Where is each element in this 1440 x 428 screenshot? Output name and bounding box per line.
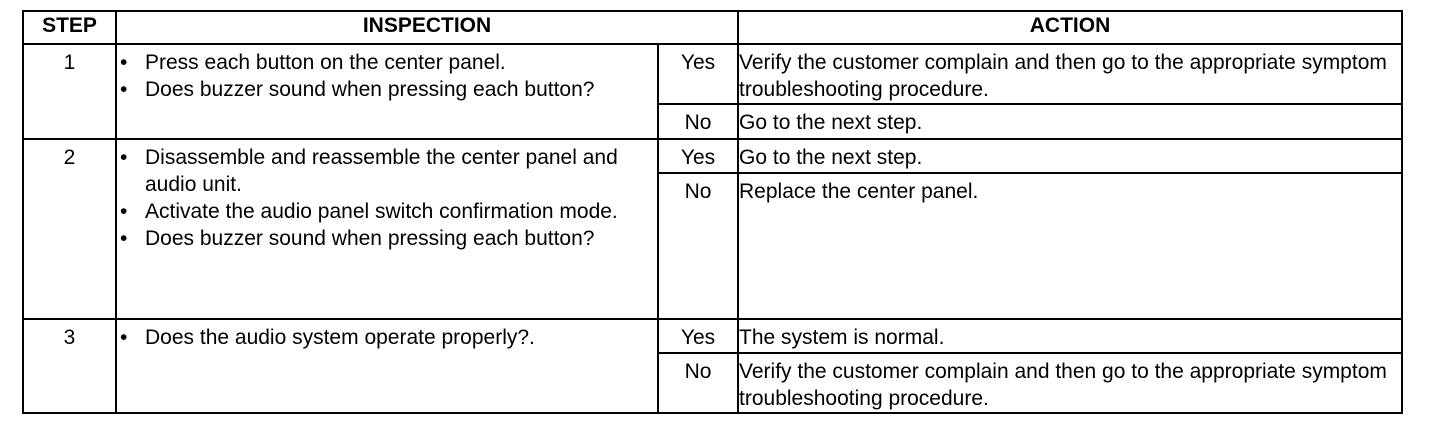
action-text: Replace the center panel. xyxy=(737,172,1404,320)
action-text: Verify the customer complain and then go… xyxy=(737,43,1404,105)
table-row: No Go to the next step. xyxy=(23,103,1404,140)
step-number: 1 xyxy=(22,43,117,140)
inspection-item: Disassemble and reassemble the center pa… xyxy=(117,144,657,198)
table-header-row: STEP INSPECTION ACTION xyxy=(22,10,1404,45)
step-number: 3 xyxy=(22,318,117,414)
inspection-item: Activate the audio panel switch confirma… xyxy=(117,198,657,225)
inspection-list: Does the audio system operate properly?. xyxy=(117,324,657,351)
no-label: No xyxy=(656,172,740,320)
table-row: No Replace the center panel. xyxy=(23,172,1404,320)
step-number: 2 xyxy=(22,138,117,320)
yes-label: Yes xyxy=(656,138,740,174)
inspection-item: Press each button on the center panel. xyxy=(117,49,657,76)
inspection-item: Does the audio system operate properly?. xyxy=(117,324,657,351)
table-row: 3 Does the audio system operate properly… xyxy=(22,318,1404,414)
inspection-item: Does buzzer sound when pressing each but… xyxy=(117,76,657,103)
inspection-column-header: INSPECTION xyxy=(114,10,740,45)
inspection-cell: Disassemble and reassemble the center pa… xyxy=(115,138,659,320)
inspection-item: Does buzzer sound when pressing each but… xyxy=(117,225,657,252)
inspection-cell: Press each button on the center panel. D… xyxy=(115,43,659,140)
troubleshooting-table: STEP INSPECTION ACTION 1 Press each butt… xyxy=(22,10,1404,414)
step-column-header: STEP xyxy=(22,10,117,45)
yes-label: Yes xyxy=(656,43,740,105)
action-text: Go to the next step. xyxy=(737,103,1404,140)
action-column-header: ACTION xyxy=(737,10,1404,45)
table-row: 2 Disassemble and reassemble the center … xyxy=(22,138,1404,320)
inspection-cell: Does the audio system operate properly?. xyxy=(115,318,659,414)
table-row: No Verify the customer complain and then… xyxy=(23,352,1404,414)
inspection-list: Press each button on the center panel. D… xyxy=(117,49,657,103)
action-text: The system is normal. xyxy=(737,318,1404,354)
inspection-list: Disassemble and reassemble the center pa… xyxy=(117,144,657,252)
yes-label: Yes xyxy=(656,318,740,354)
table-row: 1 Press each button on the center panel.… xyxy=(22,43,1404,140)
action-text: Verify the customer complain and then go… xyxy=(737,352,1404,414)
no-label: No xyxy=(656,352,740,414)
no-label: No xyxy=(656,103,740,140)
action-text: Go to the next step. xyxy=(737,138,1404,174)
